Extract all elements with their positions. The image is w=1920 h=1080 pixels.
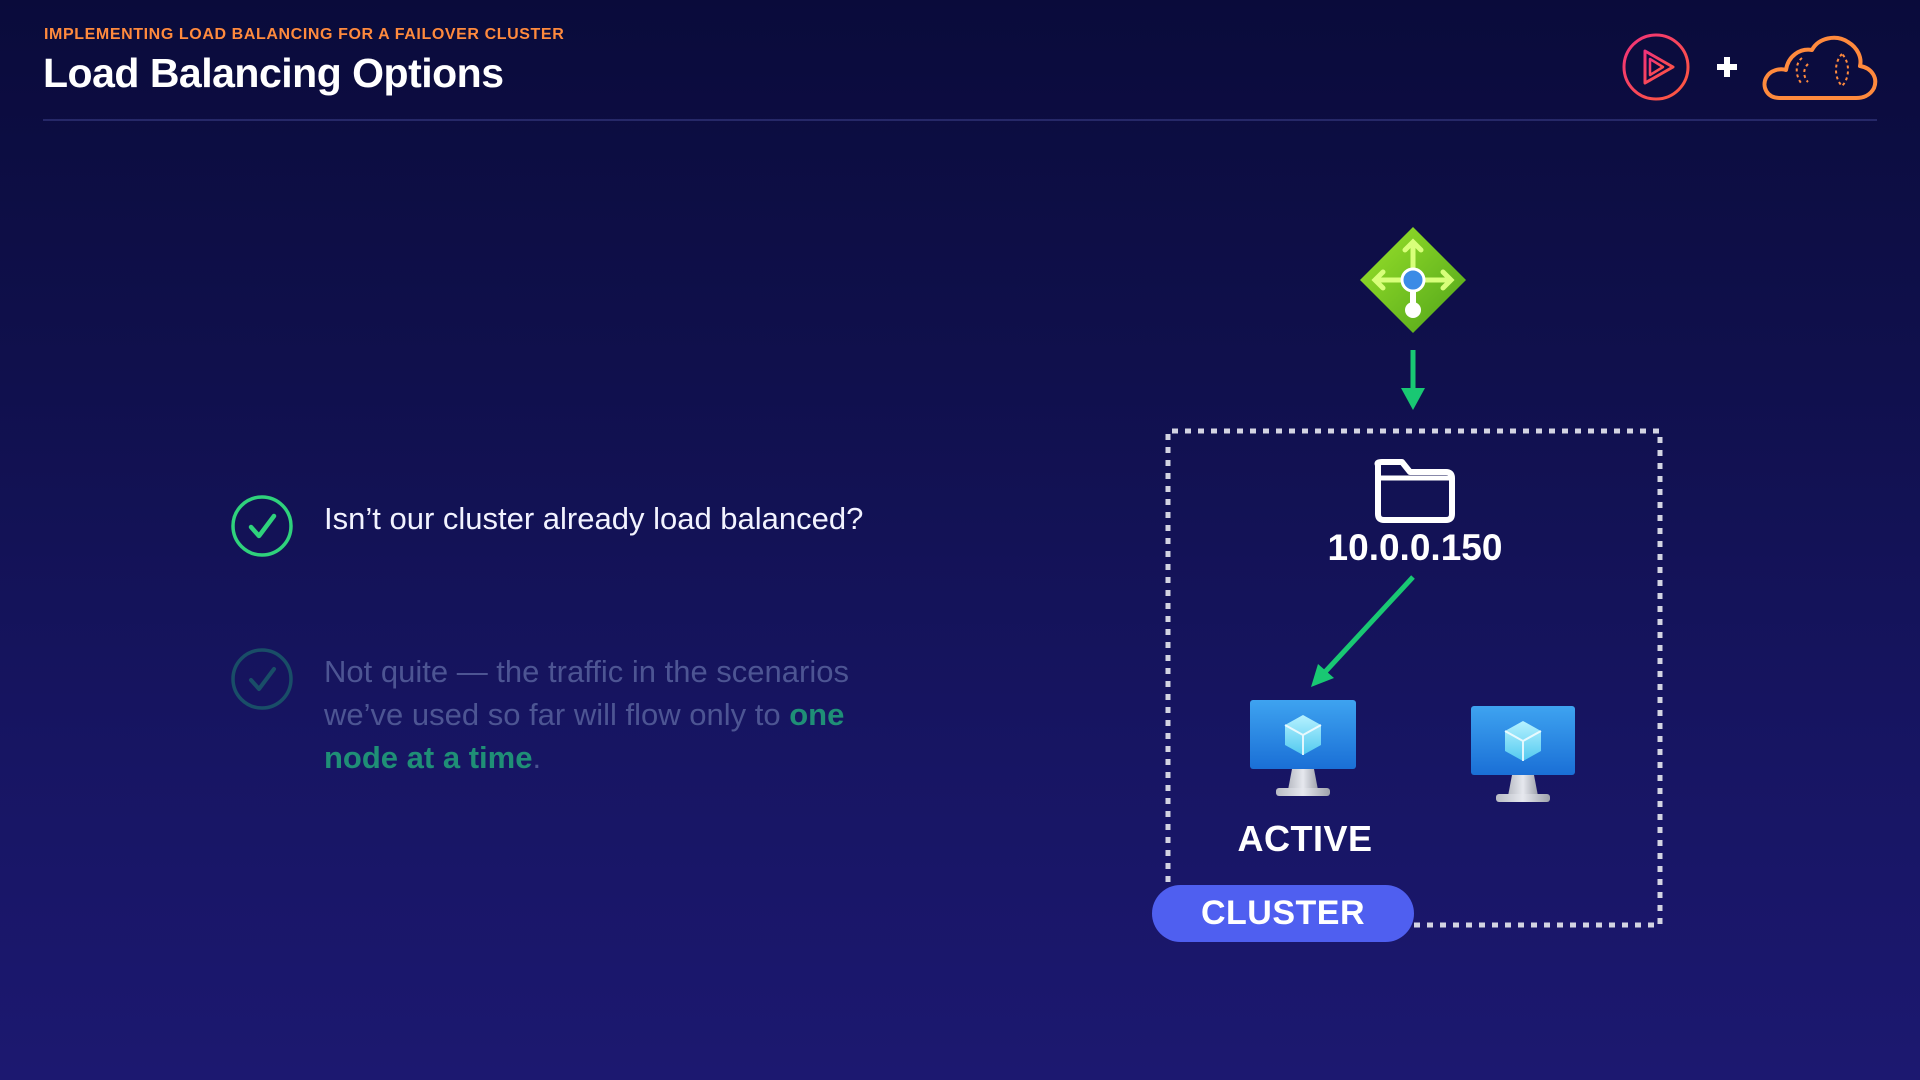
header-divider <box>43 119 1877 121</box>
virtual-machine-icon <box>1471 706 1575 802</box>
bullet-answer-highlight: one node at a time <box>324 697 845 775</box>
virtual-machine-icon <box>1250 700 1356 796</box>
pluralsight-logo-icon <box>1621 32 1691 102</box>
bullet-question: Isn’t our cluster already load balanced? <box>229 493 924 559</box>
section-kicker: IMPLEMENTING LOAD BALANCING FOR A FAILOV… <box>44 26 565 43</box>
check-circle-icon <box>231 495 293 557</box>
bullet-answer-text: Not quite — the traffic in the scenarios… <box>324 650 924 779</box>
bullet-answer-text-before: Not quite — the traffic in the scenarios… <box>324 654 849 732</box>
check-circle-icon <box>231 648 293 710</box>
bullet-answer: Not quite — the traffic in the scenarios… <box>229 646 924 779</box>
cloud-logo-icon <box>1758 28 1880 102</box>
arrow-down-icon <box>1401 350 1425 410</box>
plus-icon <box>1714 54 1740 80</box>
cluster-boundary <box>1165 428 1663 928</box>
active-node-label: ACTIVE <box>1237 818 1373 859</box>
bullet-answer-text-after: . <box>532 740 542 775</box>
arrow-to-active-node-icon <box>1311 575 1415 687</box>
cluster-badge: CLUSTER <box>1152 885 1414 942</box>
cluster-ip-address: 10.0.0.150 <box>1327 527 1503 568</box>
load-balancer-icon <box>1360 227 1466 333</box>
page-title: Load Balancing Options <box>43 50 504 96</box>
folder-icon <box>1374 459 1455 523</box>
bullet-question-text: Isn’t our cluster already load balanced? <box>324 501 864 536</box>
